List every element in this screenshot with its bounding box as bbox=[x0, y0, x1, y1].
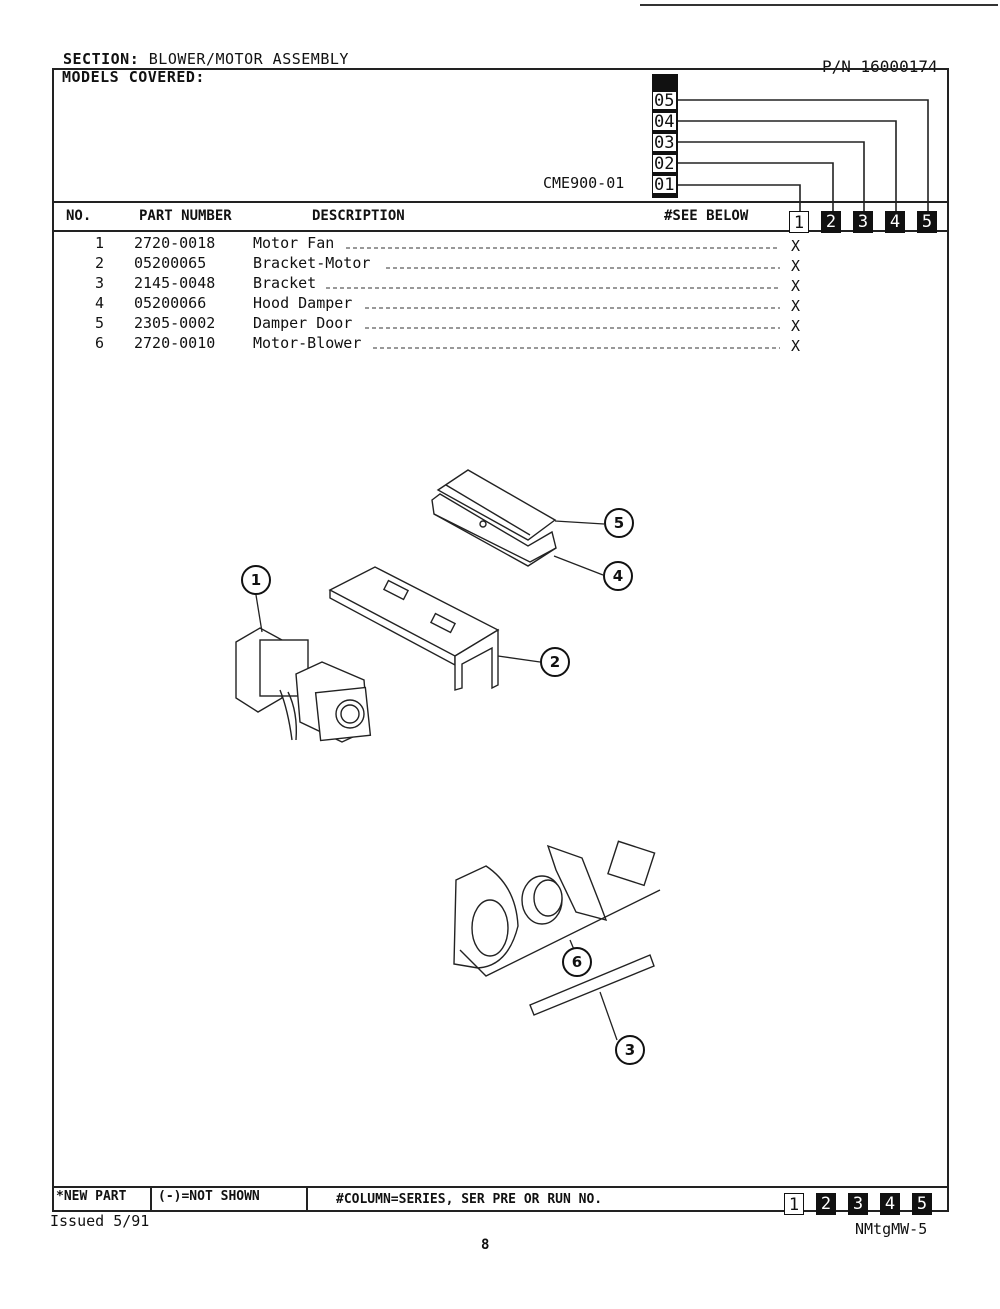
column-box-1: 1 bbox=[789, 211, 809, 233]
column-box-4: 4 bbox=[885, 211, 905, 233]
table-row: 5 2305-0002 Damper Door X bbox=[64, 314, 800, 335]
section-title: SECTION: BLOWER/MOTOR ASSEMBLY bbox=[63, 50, 349, 68]
hood-damper-drawing bbox=[431, 493, 557, 567]
column-box-2: 2 bbox=[821, 211, 841, 233]
column-box-5: 5 bbox=[917, 211, 937, 233]
col-part-number: PART NUMBER bbox=[139, 208, 232, 224]
table-row: 3 2145-0048 Bracket X bbox=[64, 274, 800, 295]
part-mark: X bbox=[791, 337, 801, 355]
document-code: NMtgMW-5 bbox=[855, 1220, 928, 1238]
series-code-04: 04 bbox=[652, 112, 677, 132]
part-mark: X bbox=[791, 297, 801, 315]
col-see-below: #SEE BELOW bbox=[664, 208, 749, 224]
callout-3: 3 bbox=[625, 1041, 635, 1059]
callout-circle-4 bbox=[603, 561, 633, 591]
part-mark: X bbox=[791, 257, 801, 275]
parts-list: 1 2720-0018 Motor Fan X 2 05200065 Brack… bbox=[64, 234, 800, 355]
callout-circle-2 bbox=[540, 647, 570, 677]
bracket-motor-drawing bbox=[328, 566, 500, 691]
column-box-3: 3 bbox=[853, 211, 873, 233]
part-no: 2 bbox=[95, 254, 105, 272]
part-mark: X bbox=[791, 277, 801, 295]
part-no: 5 bbox=[95, 314, 105, 332]
page-frame bbox=[52, 68, 949, 1212]
callout-circle-1 bbox=[241, 565, 271, 595]
part-description: Motor Fan bbox=[253, 234, 335, 252]
model-name: CME900-01 bbox=[543, 174, 625, 192]
part-mark: X bbox=[791, 317, 801, 335]
motor-fan-drawing bbox=[235, 627, 372, 743]
table-row: 6 2720-0010 Motor-Blower X bbox=[64, 334, 800, 355]
callout-2: 2 bbox=[550, 653, 560, 671]
part-description: Bracket-Motor bbox=[253, 254, 371, 272]
models-covered-label: MODELS COVERED: bbox=[62, 68, 205, 86]
part-number: 05200065 bbox=[134, 254, 207, 272]
callout-leaders bbox=[255, 520, 618, 1041]
col-no: NO. bbox=[66, 208, 92, 224]
page-number: 8 bbox=[481, 1237, 490, 1253]
table-row: 1 2720-0018 Motor Fan X bbox=[64, 234, 800, 255]
motor-blower-drawing bbox=[453, 840, 661, 977]
footer-column-box-2: 2 bbox=[816, 1193, 836, 1215]
part-no: 3 bbox=[95, 274, 105, 292]
part-number: 2720-0010 bbox=[134, 334, 216, 352]
callout-6: 6 bbox=[572, 953, 582, 971]
footer-divider bbox=[306, 1188, 308, 1212]
table-row: 2 05200065 Bracket-Motor X bbox=[64, 254, 800, 275]
series-connector-lines bbox=[678, 99, 929, 212]
part-description: Bracket bbox=[253, 274, 317, 292]
series-code-03: 03 bbox=[652, 133, 677, 153]
part-no: 1 bbox=[95, 234, 105, 252]
footer-not-shown: (-)=NOT SHOWN bbox=[158, 1189, 260, 1204]
table-header-rule bbox=[52, 201, 949, 203]
footer-column-box-5: 5 bbox=[912, 1193, 932, 1215]
footer-new-part: *NEW PART bbox=[56, 1189, 127, 1204]
footer-divider bbox=[150, 1188, 152, 1212]
part-number: 05200066 bbox=[134, 294, 207, 312]
part-no: 6 bbox=[95, 334, 105, 352]
footer-column-note: #COLUMN=SERIES, SER PRE OR RUN NO. bbox=[336, 1192, 603, 1207]
callout-circle-6 bbox=[562, 947, 592, 977]
part-number: 2305-0002 bbox=[134, 314, 216, 332]
callout-circle-5 bbox=[604, 508, 634, 538]
footer-rule bbox=[52, 1186, 949, 1188]
damper-door-drawing bbox=[436, 469, 557, 541]
part-number-label: P/N 16000174 bbox=[822, 57, 938, 76]
part-number: 2145-0048 bbox=[134, 274, 216, 292]
footer-column-box-1: 1 bbox=[784, 1193, 804, 1215]
col-description: DESCRIPTION bbox=[312, 208, 405, 224]
part-description: Hood Damper bbox=[253, 294, 353, 312]
part-description: Damper Door bbox=[253, 314, 353, 332]
series-code-05: 05 bbox=[652, 91, 677, 111]
table-header-rule-bottom bbox=[52, 230, 949, 232]
part-description: Motor-Blower bbox=[253, 334, 362, 352]
footer-column-box-4: 4 bbox=[880, 1193, 900, 1215]
series-code-01: 01 bbox=[652, 175, 677, 195]
callout-circle-3 bbox=[615, 1035, 645, 1065]
callout-5: 5 bbox=[614, 514, 624, 532]
leader-lines bbox=[326, 247, 780, 349]
exploded-parts-diagram: 1 2 3 4 5 6 bbox=[235, 469, 661, 1065]
section-key: SECTION: bbox=[63, 50, 140, 68]
footer-column-box-3: 3 bbox=[848, 1193, 868, 1215]
issued-date: Issued 5/91 bbox=[50, 1212, 150, 1230]
table-row: 4 05200066 Hood Damper X bbox=[64, 294, 800, 315]
callout-1: 1 bbox=[251, 571, 261, 589]
part-no: 4 bbox=[95, 294, 105, 312]
part-number: 2720-0018 bbox=[134, 234, 216, 252]
bracket-drawing bbox=[529, 954, 655, 1016]
part-mark: X bbox=[791, 237, 801, 255]
callout-4: 4 bbox=[613, 567, 623, 585]
top-rule bbox=[640, 4, 998, 6]
series-code-02: 02 bbox=[652, 154, 677, 174]
section-value: BLOWER/MOTOR ASSEMBLY bbox=[148, 50, 349, 68]
